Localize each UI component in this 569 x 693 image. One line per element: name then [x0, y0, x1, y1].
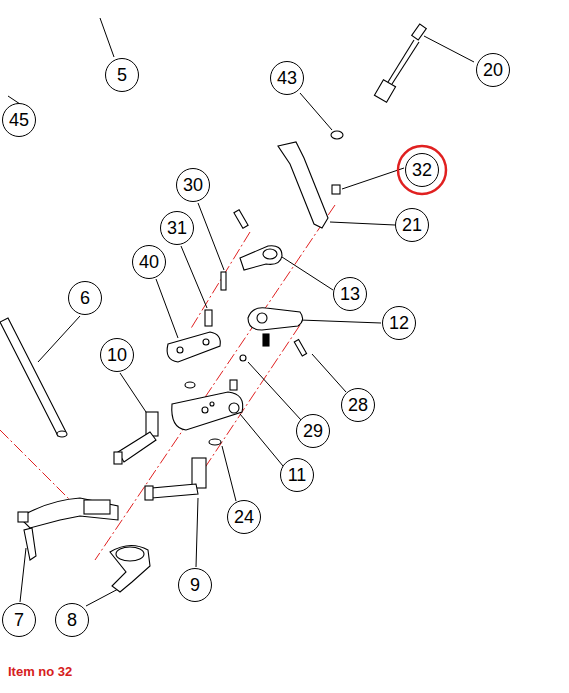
caption: Item no 32: [8, 664, 72, 679]
callout-number: 5: [117, 66, 127, 84]
callout-number: 24: [234, 508, 254, 526]
callout-number: 45: [9, 111, 29, 129]
callout-circle: 43: [270, 61, 304, 95]
callout-circle: 32: [405, 153, 439, 187]
callout-number: 20: [483, 61, 503, 79]
highlight-ring: [398, 146, 446, 194]
callout-circle: 45: [2, 103, 36, 137]
callout-number: 21: [402, 216, 422, 234]
callout-number: 9: [190, 576, 200, 594]
leader-lines: [8, 18, 474, 606]
parts: [0, 24, 426, 592]
callout-number: 8: [67, 611, 77, 629]
callout-number: 30: [183, 176, 203, 194]
callout-circle: 5: [105, 58, 139, 92]
callout-circle: 40: [132, 245, 166, 279]
center-lines: [0, 205, 335, 560]
callout-number: 7: [14, 611, 24, 629]
callout-circle: 12: [382, 306, 416, 340]
callout-number: 40: [139, 253, 159, 271]
callout-number: 11: [288, 466, 307, 484]
callout-circle: 8: [55, 603, 89, 637]
callout-circle: 13: [333, 277, 367, 311]
callout-circle: 10: [100, 338, 134, 372]
callout-number: 6: [80, 289, 90, 307]
callout-circle: 21: [395, 208, 429, 242]
callout-number: 10: [107, 346, 127, 364]
callout-number: 13: [340, 285, 360, 303]
callout-circle: 29: [296, 414, 330, 448]
callout-circle: 20: [476, 53, 510, 87]
callout-circle: 28: [341, 388, 375, 422]
callout-number: 32: [412, 161, 432, 179]
callout-circle: 24: [227, 500, 261, 534]
callout-circle: 31: [160, 211, 194, 245]
callout-number: 12: [389, 314, 409, 332]
callout-number: 29: [303, 422, 323, 440]
callout-number: 31: [167, 219, 187, 237]
callout-number: 43: [277, 69, 297, 87]
callout-number: 28: [348, 396, 368, 414]
callout-circle: 7: [2, 603, 36, 637]
callout-circle: 9: [178, 568, 212, 602]
callout-circle: 11: [280, 458, 314, 492]
callout-circle: 30: [176, 168, 210, 202]
callout-circle: 6: [68, 281, 102, 315]
